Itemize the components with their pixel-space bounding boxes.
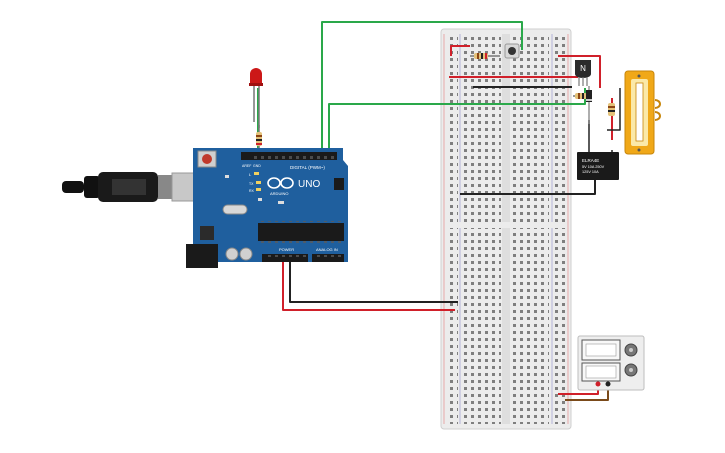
pushbutton xyxy=(504,43,520,59)
led xyxy=(249,68,263,128)
arduino-uno: DIGITAL (PWM~) AREF GND L TX RX ARDUINO … xyxy=(186,148,348,268)
relay-label-2: 5V 10A 250V xyxy=(582,165,605,169)
green-wire-button xyxy=(321,21,523,155)
analog-header-label: ANALOG IN xyxy=(316,247,338,252)
resistor-transistor xyxy=(575,93,587,99)
gnd-label: GND xyxy=(253,164,261,168)
resistor-top xyxy=(474,53,488,59)
rx-label: RX xyxy=(249,189,255,193)
arduino-brand: ARDUINO xyxy=(270,191,288,196)
breadboard xyxy=(440,28,572,430)
digital-header-label: DIGITAL (PWM~) xyxy=(290,165,325,170)
arduino-logo-icon xyxy=(267,177,294,189)
transistor: N xyxy=(575,60,591,86)
resistor-relay xyxy=(608,103,615,116)
usb-cable xyxy=(62,172,203,202)
relay: ELRA4E 5V 10A 250V 125V 10A xyxy=(577,152,619,180)
relay-label-3: 125V 10A xyxy=(582,170,599,174)
lamp xyxy=(624,70,661,155)
power-header-label: POWER xyxy=(279,247,294,252)
arduino-model: UNO xyxy=(298,179,320,190)
relay-label-1: ELRA4E xyxy=(582,158,599,163)
aref-label: AREF xyxy=(242,164,251,168)
tx-label: TX xyxy=(249,182,254,186)
transistor-label: N xyxy=(580,64,586,73)
power-supply xyxy=(577,335,645,391)
led-l-label: L xyxy=(249,172,252,177)
black-wire-gnd xyxy=(289,262,458,303)
red-wire-5v xyxy=(282,262,455,311)
diode xyxy=(586,86,592,124)
